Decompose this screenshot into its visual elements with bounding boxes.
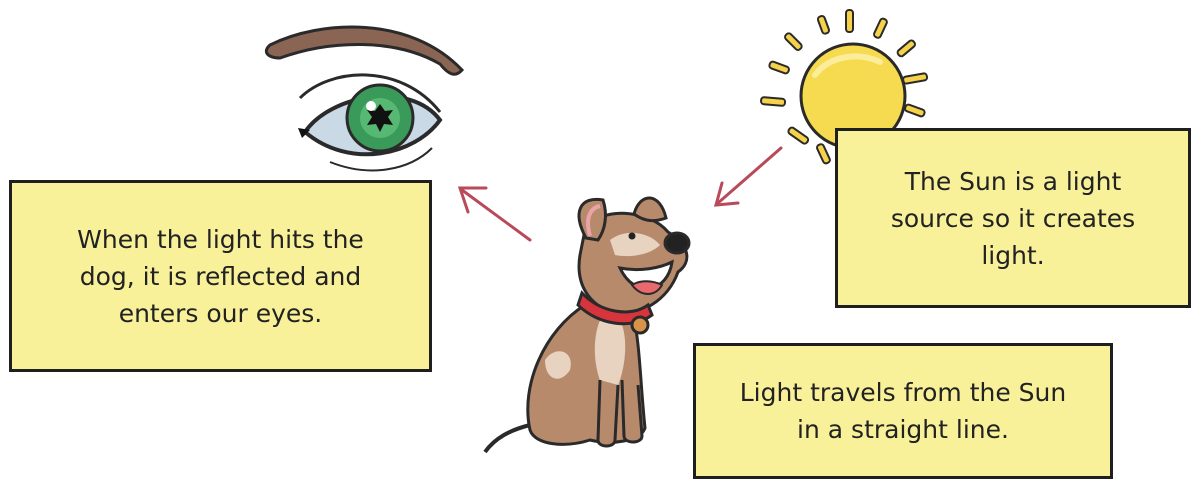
arrow-sun-to-dog bbox=[716, 148, 781, 205]
sun-source-text: The Sun is a light source so it creates … bbox=[891, 163, 1135, 274]
light-travel-text: Light travels from the Sun in a straight… bbox=[740, 374, 1067, 448]
arrow-dog-to-eye bbox=[460, 188, 530, 240]
dog-icon bbox=[485, 198, 689, 452]
sun-source-text-box: The Sun is a light source so it creates … bbox=[835, 128, 1191, 308]
reflection-text-box: When the light hits the dog, it is refle… bbox=[9, 180, 432, 372]
reflection-text: When the light hits the dog, it is refle… bbox=[77, 221, 364, 332]
light-travel-text-box: Light travels from the Sun in a straight… bbox=[693, 343, 1113, 479]
eye-icon bbox=[266, 27, 462, 170]
